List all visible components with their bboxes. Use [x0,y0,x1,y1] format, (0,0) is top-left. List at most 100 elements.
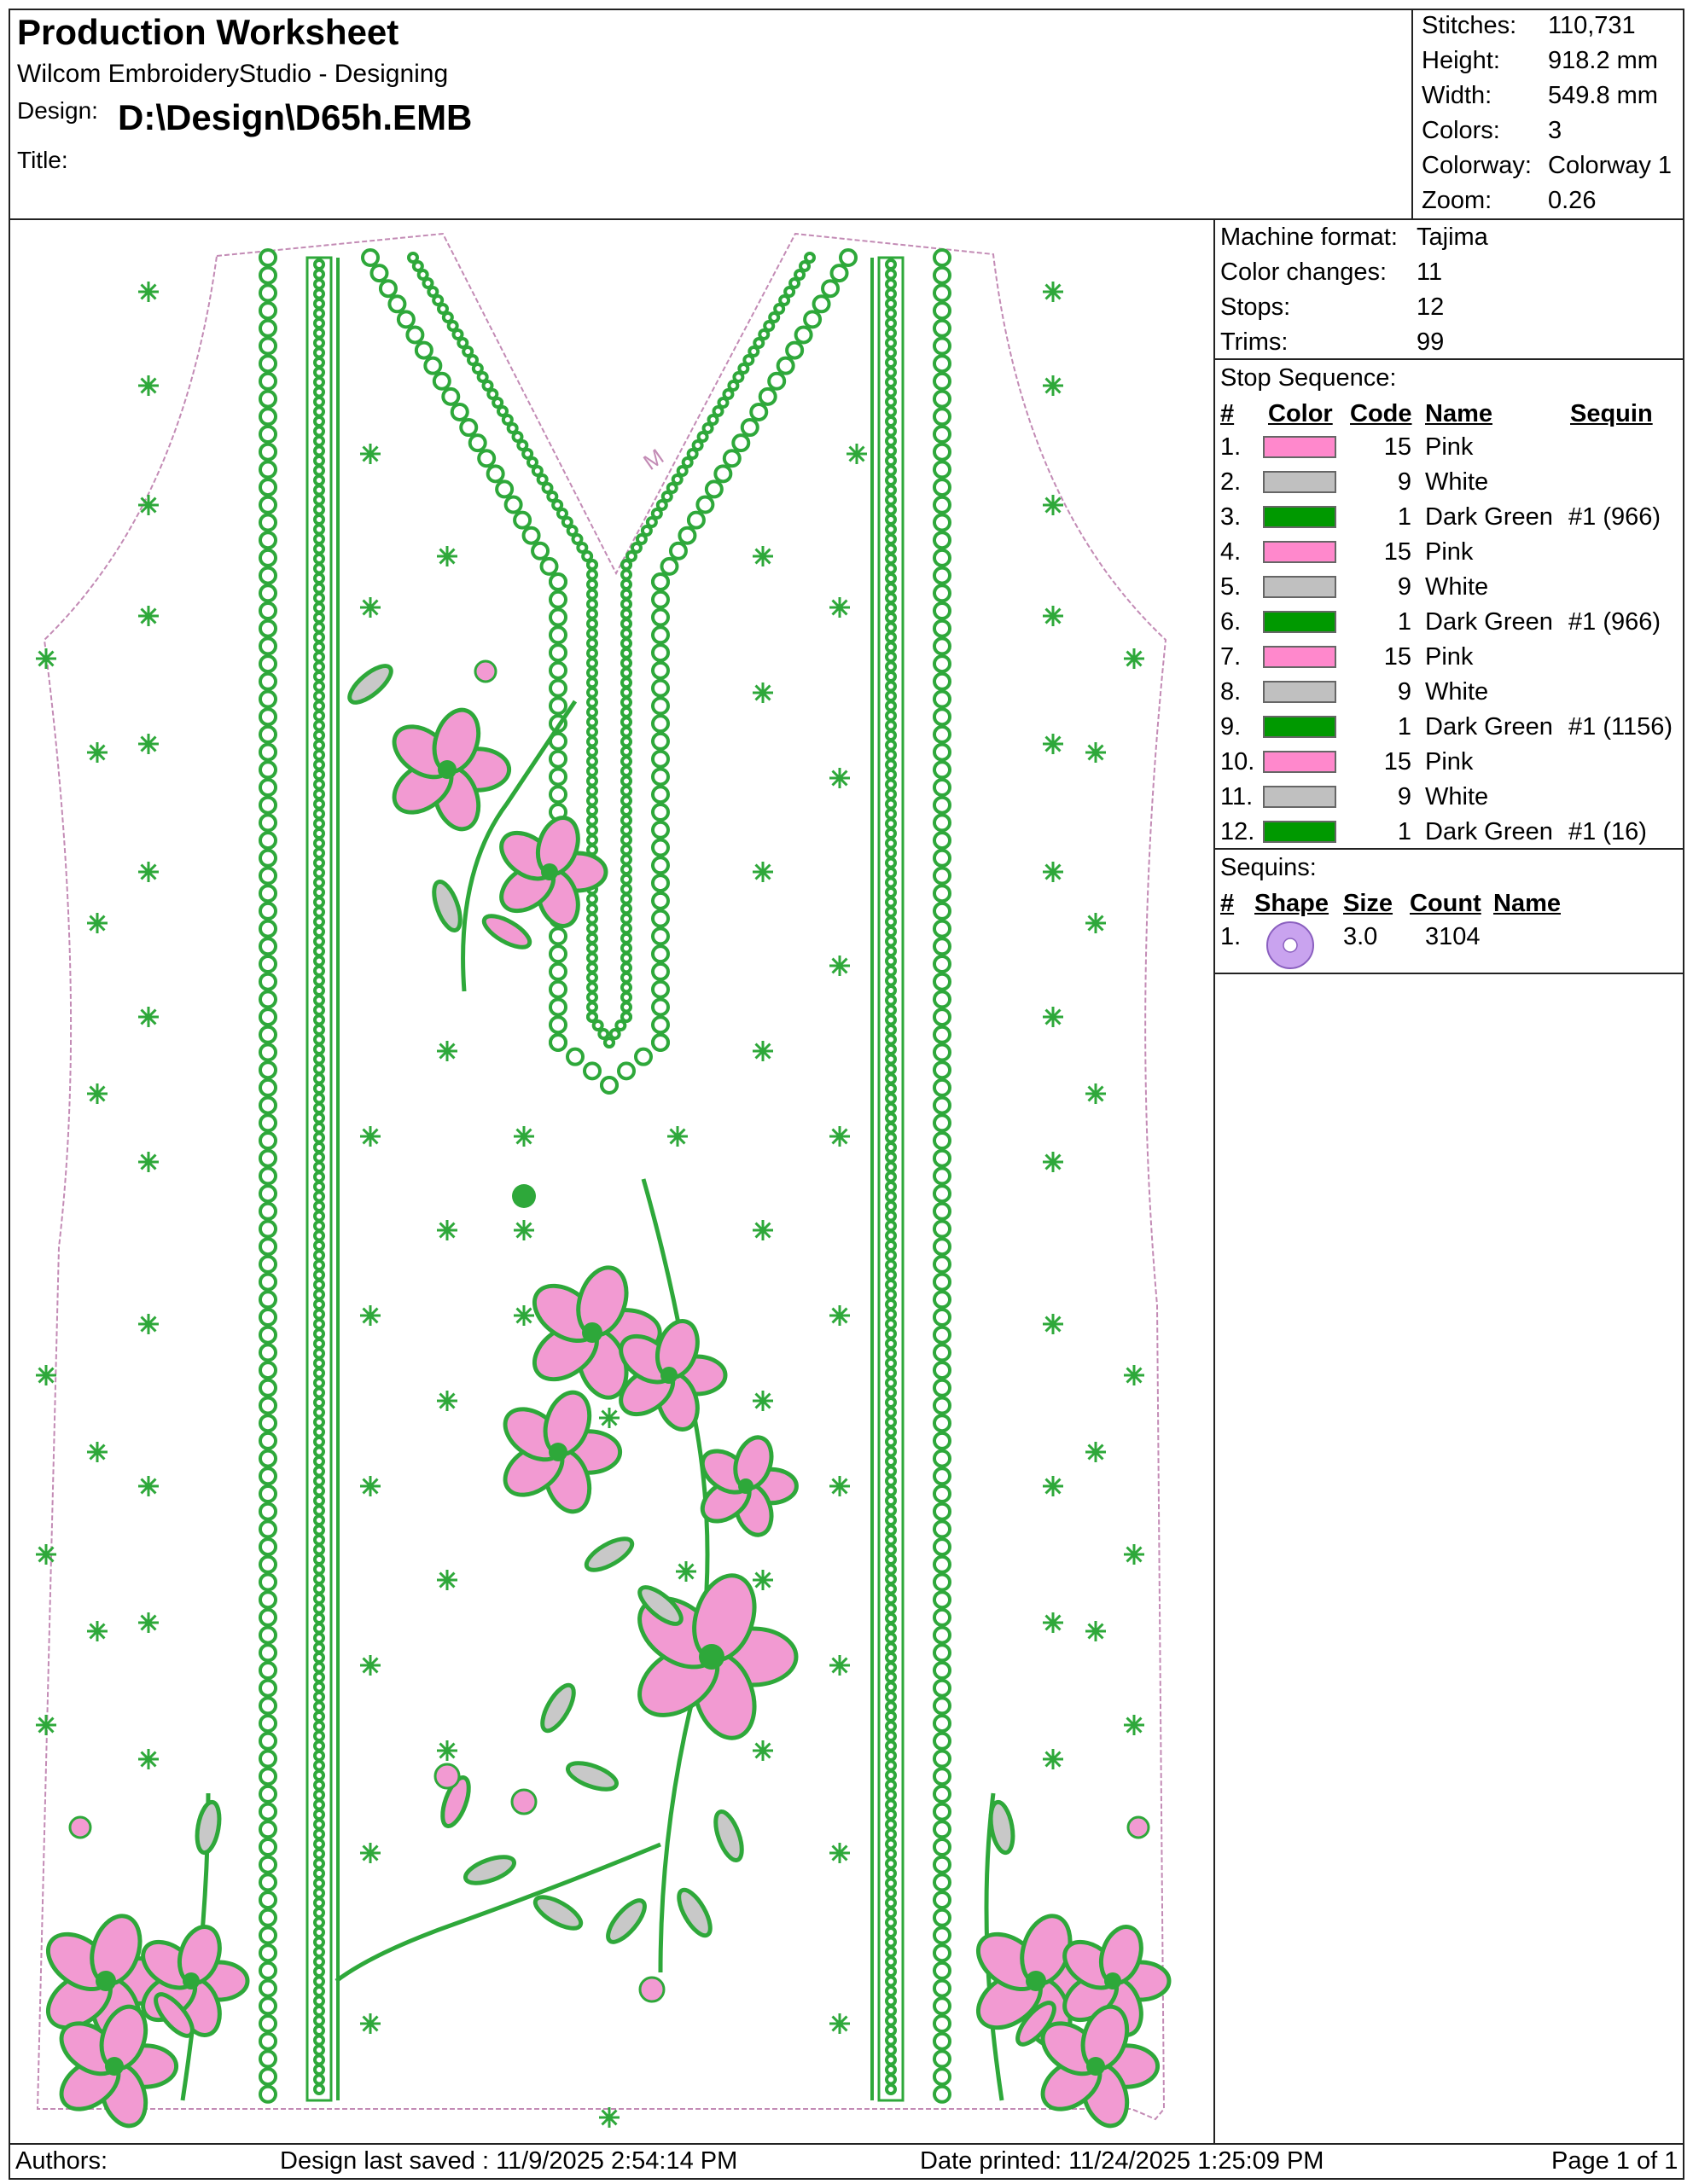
stop-row-num: 8. [1220,678,1242,706]
neckline-chain [541,482,554,494]
star-motif [1085,742,1106,763]
neckline-chain [471,363,484,375]
neckline-bead [549,767,567,787]
chain-border [885,1445,897,1458]
chain-border [313,1975,325,1988]
bead-border [933,619,951,638]
stop-row-color-swatch [1263,471,1336,493]
chain-border [885,1024,897,1036]
chain-border [313,2044,325,2056]
chain-border [313,1838,325,1850]
neckline-chain [620,844,632,857]
chain-border [885,376,897,388]
bud [474,659,497,683]
bud [68,1815,92,1839]
flower-petal [988,1799,1015,1856]
chain-border [885,1504,897,1517]
bead-border [933,478,951,497]
bead-border [933,371,951,391]
bead-border [933,301,951,321]
bead-border [933,1113,951,1133]
chain-border [885,1279,897,1291]
chain-border [313,2034,325,2047]
bead-border [259,265,277,285]
chain-border [313,425,325,438]
chain-border [313,1170,325,1183]
title-label: Title: [17,147,68,173]
stop-row-name: Pink [1425,538,1474,566]
neckline-chain [620,951,632,964]
chain-border [313,1711,325,1722]
chain-border [313,1259,325,1271]
neckline-chain [446,320,459,332]
bead-border [259,1343,277,1362]
star-motif [1085,1442,1106,1462]
column-header-name: Name [1425,400,1492,427]
flower-center [699,1644,724,1670]
bead-border [933,1060,951,1080]
star-motif [514,1220,534,1240]
neckline-chain [536,473,549,485]
chain-border [313,876,325,889]
neckline-chain [655,499,668,511]
neckline-chain [640,525,653,537]
chain-border [877,256,905,2102]
neckline-bead [477,449,497,468]
chain-border [313,1161,325,1173]
chain-border [885,955,897,967]
chain-border [313,1563,325,1576]
stop-row-code: 9 [1397,573,1411,601]
neckline-bead [521,526,541,545]
neckline-bead [704,479,724,499]
chain-border [313,1318,325,1330]
neckline-bead [651,643,670,663]
bead-border [259,919,277,938]
chain-border [885,1818,897,1831]
bead-border [933,1077,951,1097]
bead-border [933,601,951,620]
chain-border [885,1720,897,1733]
column-header-code: Code [1350,400,1412,427]
chain-border [885,769,897,781]
neckline-bead [549,979,567,999]
bead-border [259,478,277,497]
design-file-path: D:\Design\D65h.EMB [118,97,473,137]
chain-border [885,1857,897,1870]
star-motif [829,597,850,618]
bead-border [259,689,277,709]
chain-border [885,1740,897,1752]
neckline-chain [620,892,632,905]
bead-border [933,1308,951,1327]
chain-border [885,651,897,663]
stop-row-num: 4. [1220,538,1242,566]
chain-border [313,808,325,820]
neckline-chain [620,785,632,797]
bead-border [933,1184,951,1204]
bead-border [933,1537,951,1557]
bead-border [259,1237,277,1257]
neckline-bead [549,572,567,591]
chain-border [313,1514,325,1526]
chain-border [313,592,325,604]
chain-border [313,1789,325,1801]
bead-border [933,972,951,991]
star-motif [753,1570,773,1590]
neckline-chain [586,677,598,689]
neckline-bead [722,449,742,468]
chain-border [885,1936,897,1949]
chain-border [313,1455,325,1467]
sequin-header-shape: Shape [1254,890,1329,917]
stop-row-num: 9. [1220,713,1242,741]
bead-border [933,1237,951,1257]
footer-date-printed: Date printed: 11/24/2025 1:25:09 PM [920,2147,1324,2175]
bead-border [259,1643,277,1663]
chain-border [885,278,897,290]
chain-border [313,1759,325,1772]
neckline-bead [549,625,567,645]
chain-border [885,1995,897,2007]
stop-row-name: White [1425,678,1489,706]
bead-border [933,1820,951,1839]
bead-border [259,2014,277,2033]
neckline-chain [411,260,424,272]
flower-stem [335,1842,661,1984]
